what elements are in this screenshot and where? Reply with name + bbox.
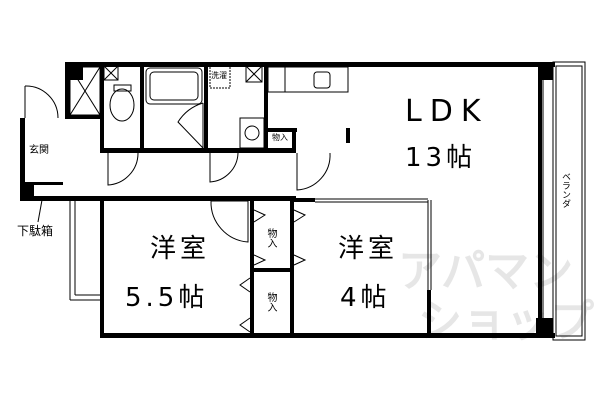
balcony-label: ベランダ bbox=[560, 172, 570, 208]
fixtures bbox=[23, 61, 586, 341]
closet-a-label: 物入 bbox=[265, 228, 276, 248]
ldk-size: 13帖 bbox=[405, 143, 477, 173]
ldk-label: LDK bbox=[405, 94, 489, 129]
western1-size: 5.5帖 bbox=[125, 283, 209, 313]
western1-label: 洋室 bbox=[150, 234, 211, 264]
shoe-box-label: 下駄箱 bbox=[17, 224, 54, 238]
closet-small-label: 物入 bbox=[272, 133, 288, 142]
western2-size: 4帖 bbox=[340, 283, 391, 313]
laundry-label: 洗濯 bbox=[211, 71, 227, 80]
western2-label: 洋室 bbox=[338, 234, 399, 264]
watermark-line1: アパマン bbox=[398, 246, 574, 297]
entrance-label: 玄関 bbox=[29, 145, 49, 156]
closet-b-label: 物入 bbox=[265, 292, 276, 312]
walls bbox=[20, 62, 555, 338]
